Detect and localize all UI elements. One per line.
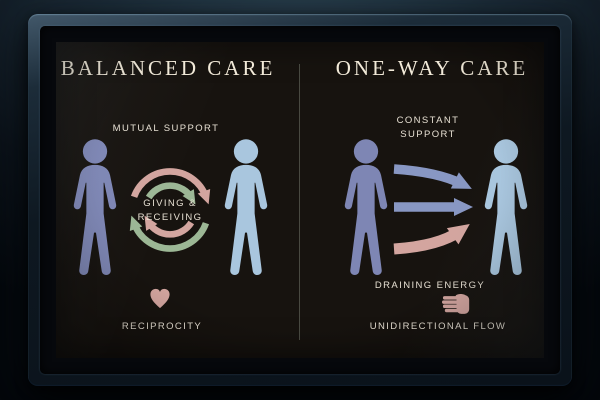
heart-icon <box>147 287 173 311</box>
one-way-care-title: ONE-WAY CARE <box>335 56 529 80</box>
balanced-care-title: BALANCED CARE <box>60 56 276 80</box>
frame-inner-border: BALANCED CARE MUTUAL SUPPORT <box>40 26 560 374</box>
person-silhouette-blue <box>214 138 278 280</box>
panel-one-way-care: ONE-WAY CARE CONSTANT SUPPORT <box>300 42 544 358</box>
circular-exchange-arrows-icon <box>104 144 236 276</box>
mutual-support-label: MUTUAL SUPPORT <box>112 123 220 134</box>
care-comparison-poster: BALANCED CARE MUTUAL SUPPORT <box>56 42 544 358</box>
one-way-arrows-icon <box>390 158 486 268</box>
reciprocity-label: RECIPROCITY <box>121 321 203 332</box>
person-silhouette-purple <box>334 138 398 280</box>
draining-energy-label: DRAINING ENERGY <box>374 280 486 291</box>
panel-balanced-care: BALANCED CARE MUTUAL SUPPORT <box>56 42 300 358</box>
giving-hand-icon <box>442 293 472 316</box>
constant-support-label: CONSTANT SUPPORT <box>396 115 460 140</box>
panel-divider <box>299 64 300 340</box>
person-silhouette-purple <box>63 138 127 280</box>
unidirectional-flow-label: UNIDIRECTIONAL FLOW <box>369 321 507 332</box>
person-silhouette-blue <box>474 138 538 280</box>
giving-receiving-label: GIVING & RECEIVING <box>137 198 203 223</box>
picture-frame: BALANCED CARE MUTUAL SUPPORT <box>28 14 572 386</box>
